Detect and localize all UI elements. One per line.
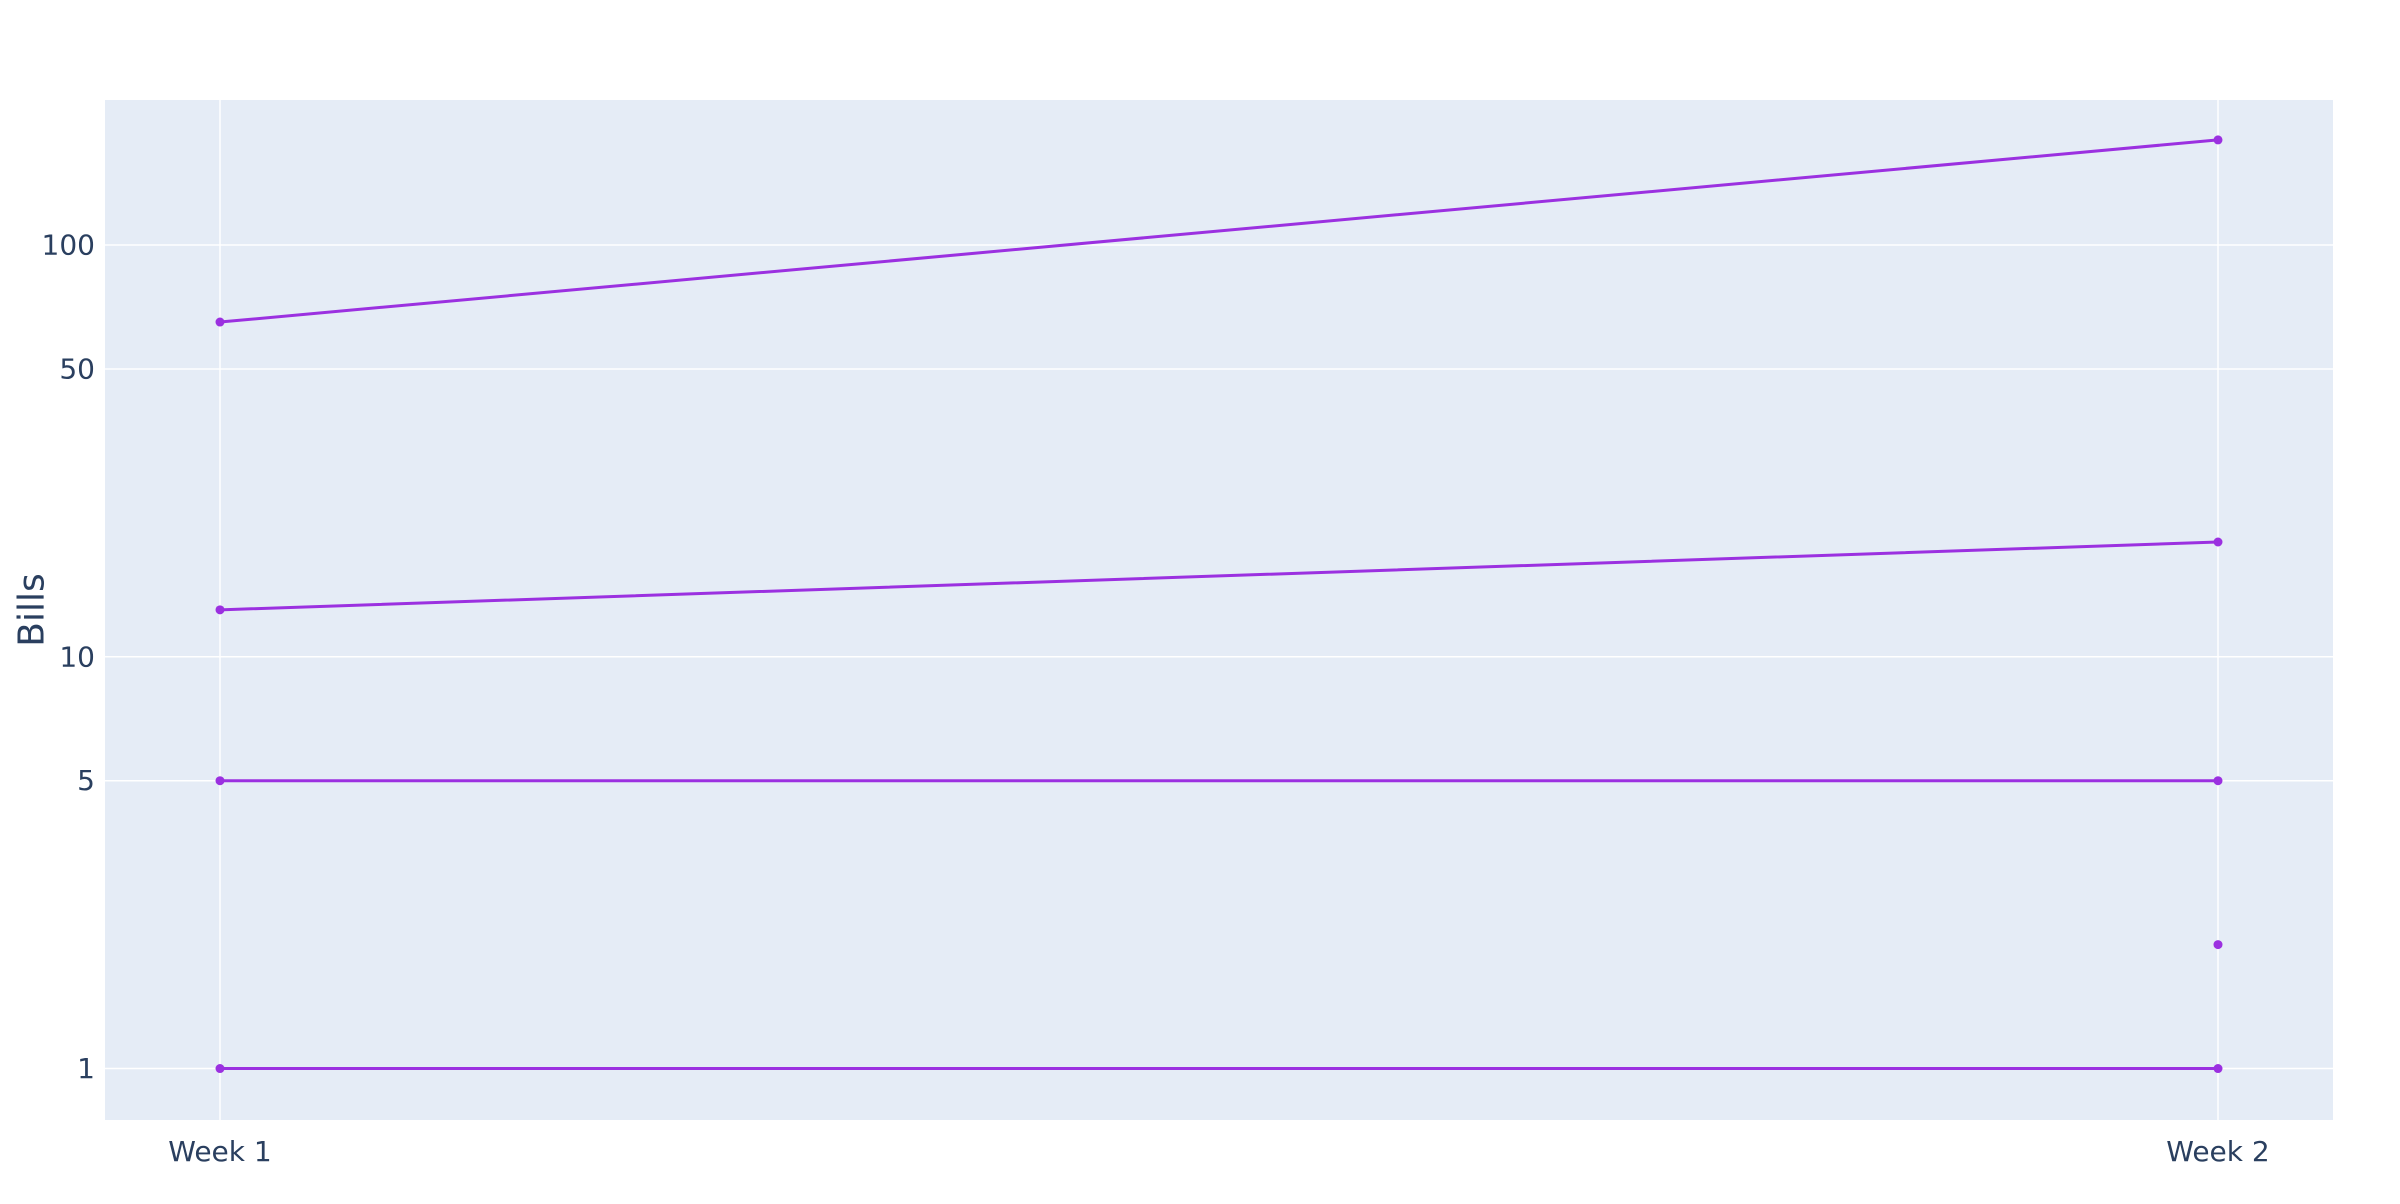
x-tick-label: Week 1 — [168, 1135, 271, 1168]
y-tick-label: 10 — [59, 640, 95, 673]
y-tick-label: 50 — [59, 352, 95, 385]
y-tick-label: 1 — [77, 1052, 95, 1085]
y-tick-label: 100 — [42, 229, 95, 262]
series-1 — [215, 135, 2223, 327]
x-tick-label: Week 2 — [2166, 1135, 2269, 1168]
data-point — [215, 776, 225, 786]
data-point — [2213, 1064, 2223, 1074]
series-4 — [2213, 940, 2223, 950]
data-point — [215, 1064, 225, 1074]
series-2 — [215, 537, 2223, 615]
series-layer — [215, 135, 2223, 1074]
y-axis-title: Bills — [12, 573, 53, 646]
x-axis-ticks: Week 1 Week 2 — [168, 1135, 2269, 1168]
y-tick-label: 5 — [77, 764, 95, 797]
data-point — [215, 605, 225, 615]
series-5 — [215, 1064, 2223, 1074]
series-line — [218, 540, 2220, 612]
series-line — [218, 138, 2220, 324]
series-3 — [215, 776, 2223, 786]
plot-area — [105, 100, 2333, 1120]
data-point — [2213, 776, 2223, 786]
y-axis-ticks: 1 5 10 50 100 — [42, 229, 95, 1086]
data-point — [2213, 135, 2223, 145]
data-point — [2213, 940, 2223, 950]
data-point — [2213, 537, 2223, 547]
data-point — [215, 317, 225, 327]
